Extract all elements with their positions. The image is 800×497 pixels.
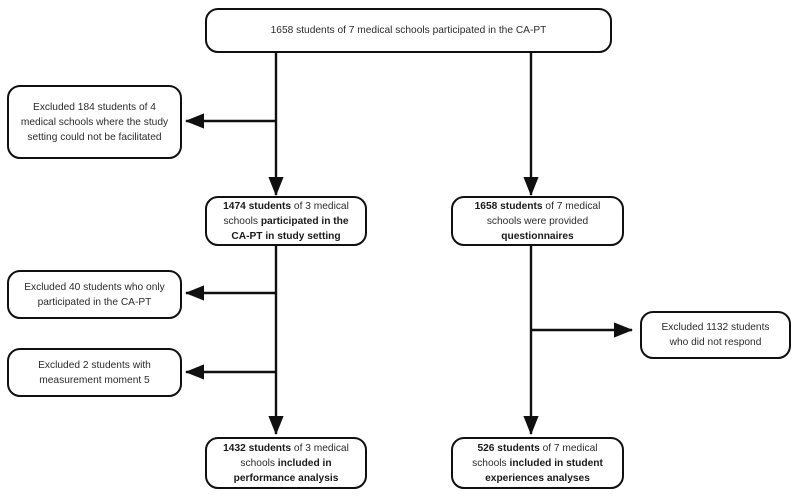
node-excluded-moment5-label: Excluded 2 students with measurement mom… [38,359,151,386]
node-capt-study-setting-label: 1474 students of 3 medical schools parti… [223,200,349,242]
node-questionnaires-provided: 1658 students of 7 medical schools were … [451,196,624,246]
node-experiences-analysis: 526 students of 7 medical schools includ… [451,437,624,489]
node-excluded-no-response-label: Excluded 1132 students who did not respo… [661,322,770,348]
node-performance-analysis: 1432 students of 3 medical schools inclu… [205,437,367,489]
node-capt-study-setting: 1474 students of 3 medical schools parti… [205,196,367,246]
node-questionnaires-provided-label: 1658 students of 7 medical schools were … [474,200,601,242]
node-excluded-no-response: Excluded 1132 students who did not respo… [640,311,791,359]
node-performance-analysis-label: 1432 students of 3 medical schools inclu… [223,442,349,484]
node-excluded-setting: Excluded 184 students of 4 medical schoo… [7,85,182,159]
node-excluded-setting-label: Excluded 184 students of 4 medical schoo… [20,101,169,143]
node-experiences-analysis-label: 526 students of 7 medical schools includ… [472,442,603,484]
node-excluded-only-capt: Excluded 40 students who only participat… [7,270,182,319]
node-top-enrolled-label: 1658 students of 7 medical schools parti… [270,25,547,36]
node-excluded-only-capt-label: Excluded 40 students who only participat… [24,281,165,308]
node-top-enrolled: 1658 students of 7 medical schools parti… [205,8,612,53]
node-excluded-moment5: Excluded 2 students with measurement mom… [7,348,182,397]
